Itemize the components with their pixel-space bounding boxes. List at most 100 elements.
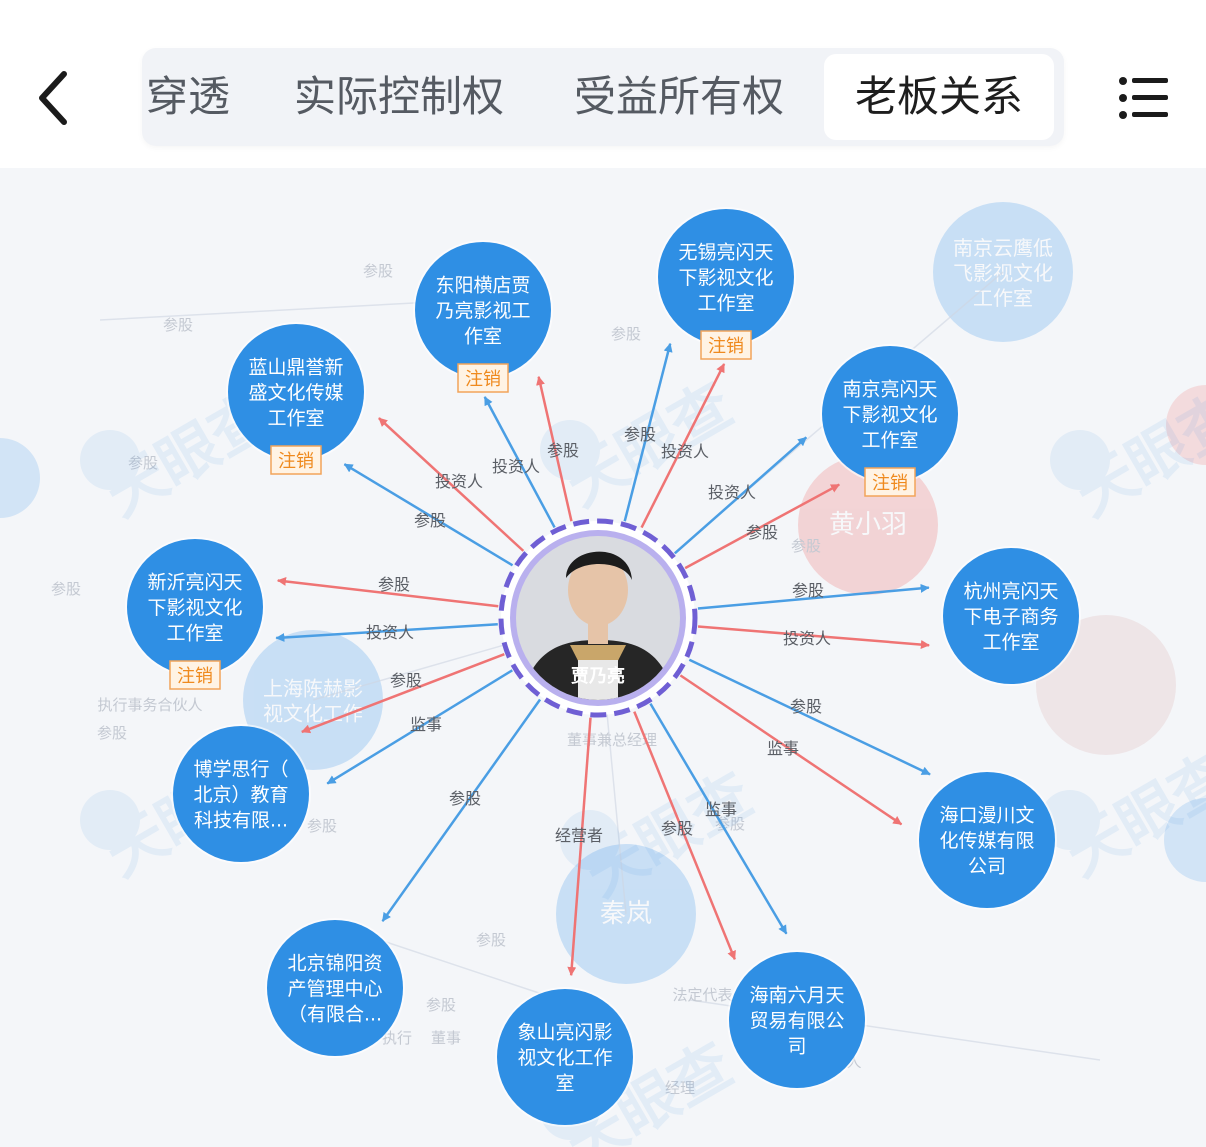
watermark: 天眼查 <box>1050 380 1206 530</box>
relationship-edge[interactable] <box>684 483 840 570</box>
deregistered-badge: 注销 <box>864 467 916 497</box>
relationship-edge[interactable] <box>301 652 505 734</box>
node-layer: 无锡亮闪天下影视文化工作室注销东阳横店贾乃亮影视工作室注销蓝山鼎誉新盛文化传媒工… <box>125 207 1081 1127</box>
back-button[interactable] <box>28 66 88 130</box>
menu-button[interactable] <box>1118 76 1170 120</box>
edge-label: 参股 <box>390 671 422 690</box>
center-name: 贾乃亮 <box>571 665 625 687</box>
relationship-edge[interactable] <box>536 376 573 522</box>
company-node-label: 海口漫川文 <box>939 805 1034 827</box>
relationship-edge[interactable] <box>697 583 930 610</box>
relationship-edge[interactable] <box>326 669 513 785</box>
relationship-edge[interactable] <box>567 717 592 976</box>
chevron-left-icon <box>39 71 67 125</box>
edge-label: 投资人 <box>366 623 414 642</box>
relationship-edge[interactable] <box>343 463 514 567</box>
avatar <box>516 536 680 700</box>
faded-edge-label: 参股 <box>791 537 821 555</box>
company-node-label: 下影视文化 <box>842 404 937 426</box>
faded-edge-label: 参股 <box>128 454 158 472</box>
relationship-edge[interactable] <box>378 417 525 552</box>
company-node-label: 北京锦阳资 <box>287 953 382 975</box>
top-bar: 穿透 实际控制权 受益所有权 老板关系 <box>0 0 1206 168</box>
deregistered-badge: 注销 <box>169 660 221 690</box>
relationship-edge[interactable] <box>633 711 736 960</box>
relationship-edge[interactable] <box>381 698 542 922</box>
badge-label: 注销 <box>278 451 314 472</box>
company-node-label: 乃亮影视工 <box>435 300 530 322</box>
relationship-edge[interactable] <box>679 674 903 826</box>
company-node-label: 博学思行（ <box>193 759 288 781</box>
company-node-label: （有限合... <box>288 1004 382 1026</box>
edge-label: 参股 <box>449 789 481 808</box>
tab-beneficial-ownership[interactable]: 受益所有权 <box>574 72 785 121</box>
faded-edge-label: 参股 <box>363 262 393 280</box>
badge-label: 注销 <box>708 336 744 357</box>
faded-node <box>1166 385 1206 465</box>
company-node-label: 下影视文化 <box>147 597 242 619</box>
edge-label: 参股 <box>661 819 693 838</box>
deregistered-badge: 注销 <box>457 363 509 393</box>
faded-node-label: 飞影视文化 <box>953 261 1053 285</box>
relationship-edge[interactable] <box>275 623 498 643</box>
relationship-edge[interactable] <box>649 702 788 935</box>
company-node-label: 司 <box>787 1036 806 1058</box>
company-node-label: 产管理中心 <box>287 978 382 1000</box>
company-node-label: 工作室 <box>697 293 754 315</box>
tab-penetration[interactable]: 穿透 <box>146 72 231 121</box>
relationship-edge[interactable] <box>640 363 726 529</box>
center-node[interactable]: 贾乃亮 <box>498 518 698 718</box>
edge-label-layer: 参股投资人参股投资人参股投资人参股投资人参股投资人参股投资人参股监事参股监事参股… <box>366 425 831 845</box>
relationship-edge[interactable] <box>688 658 931 776</box>
company-node-label: 工作室 <box>861 430 918 452</box>
company-node-label: 视文化工作 <box>517 1047 612 1069</box>
company-node-label: 杭州亮闪天 <box>963 581 1058 603</box>
company-node[interactable]: 博学思行（北京）教育科技有限... <box>171 724 311 864</box>
tab-bar: 穿透 实际控制权 受益所有权 老板关系 <box>142 48 1064 146</box>
edge-label: 投资人 <box>708 483 756 502</box>
edge-label: 监事 <box>410 715 442 734</box>
edge-layer <box>275 342 931 976</box>
edge-label: 投资人 <box>783 629 831 648</box>
company-node-label: 下电子商务 <box>963 606 1058 628</box>
relationship-graph[interactable]: 南京云鹰低飞影视文化工作室黄小羽上海陈赫影视文化工作秦岚参股参股参股参股参股执行… <box>0 168 1206 1147</box>
relationship-edge[interactable] <box>277 576 499 608</box>
tab-actual-control[interactable]: 实际控制权 <box>294 72 505 121</box>
faded-edge-label: 参股 <box>611 325 641 343</box>
faded-edge-label: 执行 <box>382 1029 412 1047</box>
faded-edge-label: 参股 <box>51 580 81 598</box>
relationship-edge[interactable] <box>697 625 930 650</box>
edge-label: 投资人 <box>661 442 709 461</box>
faded-edge-label: 执行事务合伙人 <box>97 696 202 714</box>
faded-node-label: 上海陈赫影 <box>263 677 363 701</box>
edge-label: 参股 <box>792 581 824 600</box>
faded-edge <box>99 299 471 321</box>
company-node-label: 南京亮闪天 <box>842 379 937 401</box>
company-node-label: 新沂亮闪天 <box>147 572 242 594</box>
faded-edge-label: 参股 <box>476 931 506 949</box>
relationship-edge[interactable] <box>483 396 556 529</box>
deregistered-badge: 注销 <box>700 330 752 360</box>
company-node-label: 工作室 <box>267 408 324 430</box>
faded-edge-label: 参股 <box>307 817 337 835</box>
company-node-label: 海南六月天 <box>749 985 844 1007</box>
relationship-edge[interactable] <box>623 342 673 522</box>
tab-boss-relations[interactable]: 老板关系 <box>824 54 1054 140</box>
edge-label: 参股 <box>378 575 410 594</box>
faded-edge <box>379 939 561 1001</box>
relationship-edge[interactable] <box>673 436 808 555</box>
faded-edge-label: 参股 <box>163 316 193 334</box>
company-node-label: 盛文化传媒 <box>248 382 343 404</box>
edge-label: 参股 <box>414 511 446 530</box>
faded-node <box>0 438 40 518</box>
